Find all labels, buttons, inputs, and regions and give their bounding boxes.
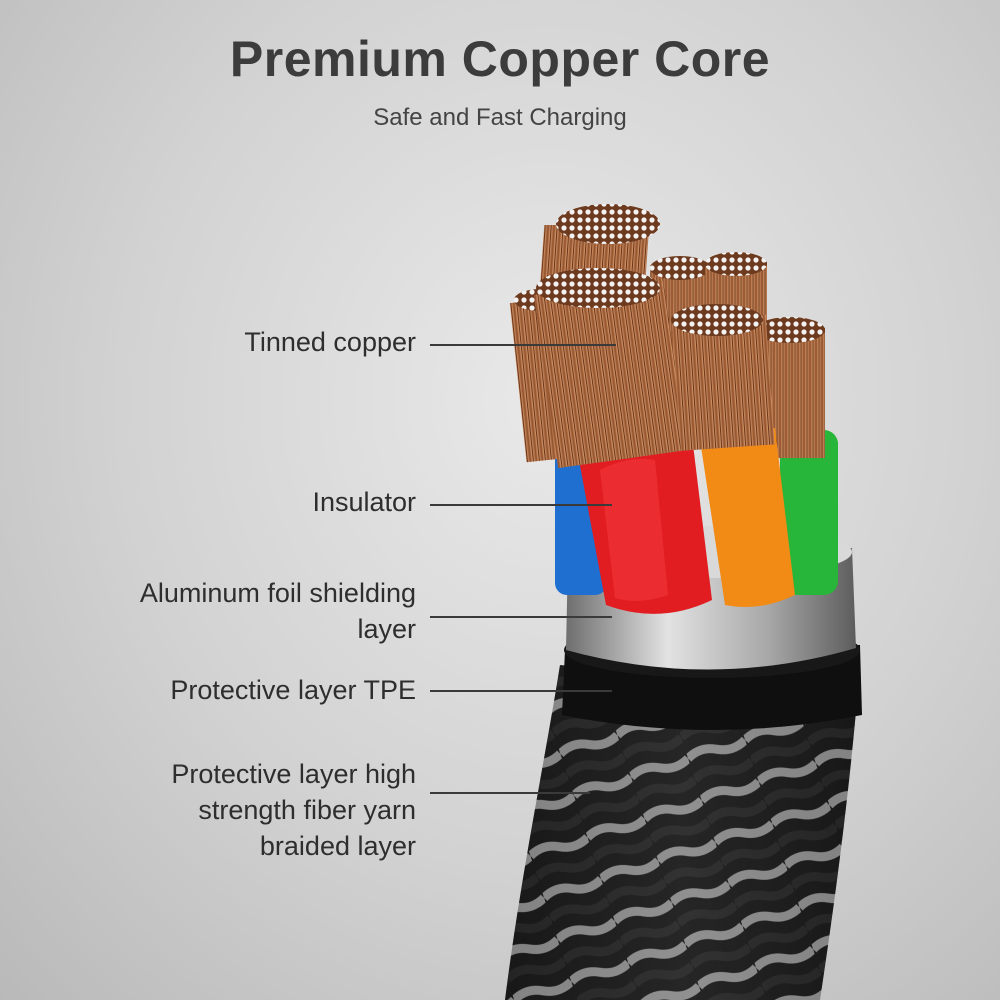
label-insulator: Insulator <box>312 487 416 517</box>
leader-line-tpe <box>430 690 612 692</box>
leader-line-braided-layer <box>430 792 590 794</box>
page-subtitle: Safe and Fast Charging <box>373 104 627 131</box>
label-tpe: Protective layer TPE <box>170 675 416 705</box>
leader-line-tinned-copper <box>430 344 616 346</box>
orange-insulator <box>700 428 795 608</box>
label-braided-layer: Protective layer high strength fiber yar… <box>171 759 416 861</box>
red-insulator <box>578 418 712 614</box>
leader-line-insulator <box>430 504 612 506</box>
leader-line-aluminum-foil <box>430 616 612 618</box>
page-title: Premium Copper Core <box>229 31 771 87</box>
label-tinned-copper: Tinned copper <box>244 327 416 357</box>
label-aluminum-foil: Aluminum foil shielding layer <box>139 578 416 644</box>
